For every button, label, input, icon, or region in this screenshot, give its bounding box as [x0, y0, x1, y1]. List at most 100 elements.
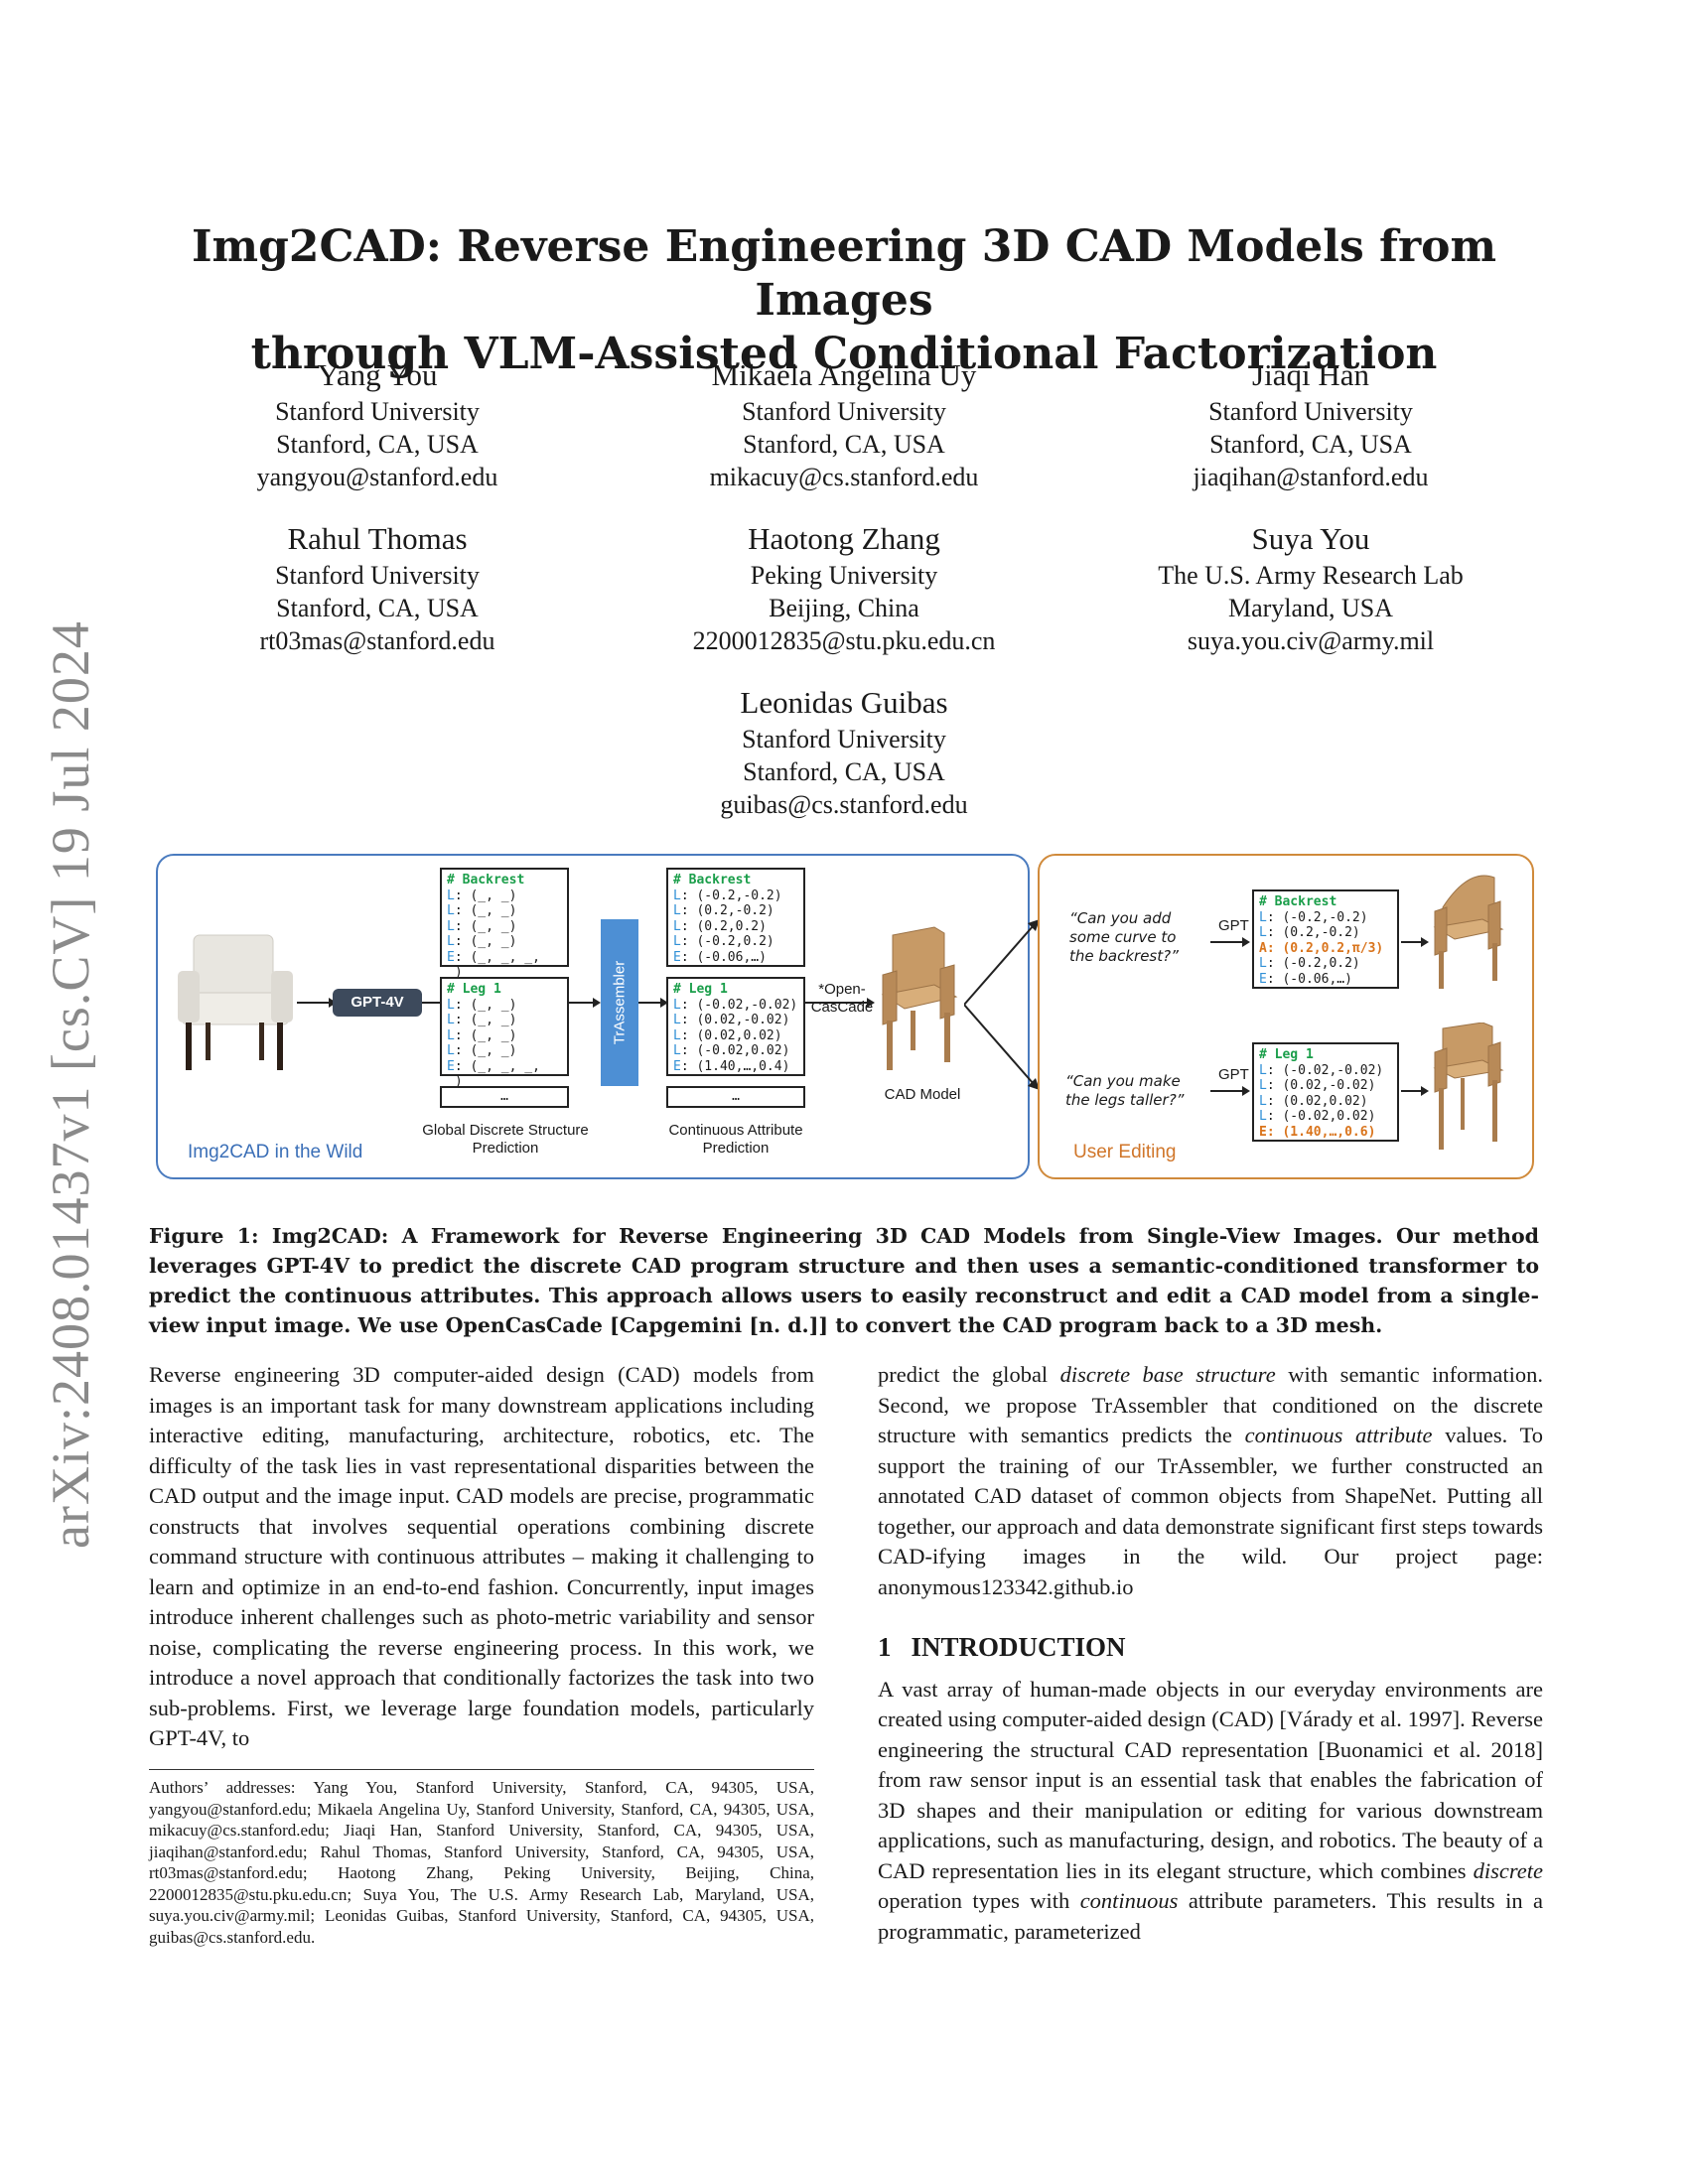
author-row: Rahul Thomas Stanford University Stanfor… — [149, 519, 1539, 657]
right-column: predict the global discrete base structu… — [878, 1360, 1543, 1947]
img2cad-in-the-wild-label: Img2CAD in the Wild — [188, 1142, 363, 1162]
code-line: L: (0.2,0.2) — [673, 918, 767, 934]
footnote-rule — [149, 1769, 814, 1770]
gpt-label: GPT — [1218, 917, 1249, 934]
text-emphasis: discrete base structure — [1059, 1362, 1276, 1387]
author-card: Rahul Thomas Stanford University Stanfor… — [149, 519, 606, 657]
author-affiliation: Stanford University — [742, 725, 946, 753]
author-email: mikacuy@cs.stanford.edu — [709, 463, 979, 491]
edited-leg-box: # Leg 1 L: (-0.02,-0.02) L: (0.02,-0.02)… — [1252, 1042, 1399, 1142]
author-location: Beijing, China — [769, 594, 919, 622]
continuous-attribute-label: Continuous Attribute Prediction — [636, 1122, 835, 1158]
text-run: operation types with — [878, 1888, 1080, 1913]
code-line: L: (-0.2,-0.2) — [673, 887, 782, 903]
gpt-label: GPT — [1218, 1066, 1249, 1083]
author-affiliation: Stanford University — [275, 561, 480, 590]
author-location: Stanford, CA, USA — [743, 430, 945, 459]
title-line-1: Img2CAD: Reverse Engineering 3D CAD Mode… — [191, 221, 1497, 326]
text-run: predict the global — [878, 1362, 1060, 1387]
author-location: Maryland, USA — [1227, 594, 1394, 622]
code-line: # Leg 1 — [673, 982, 728, 997]
author-affiliation: Stanford University — [1208, 397, 1413, 426]
cad-chair-model — [881, 926, 958, 1070]
code-line: L: (-0.2,0.2) — [1259, 956, 1360, 971]
ellipsis: … — [732, 1089, 740, 1104]
quote-line: “Can you make — [1065, 1072, 1181, 1090]
ellipsis: … — [500, 1089, 508, 1104]
code-line: L: (-0.2,0.2) — [673, 934, 774, 949]
label-line: Prediction — [472, 1140, 539, 1157]
author-affiliation: Peking University — [750, 561, 938, 590]
code-line: E: (_, _, _, _) — [447, 949, 540, 981]
edit-request-legs: “Can you make the legs taller?” — [1065, 1072, 1184, 1110]
figure-caption: Figure 1: Img2CAD: A Framework for Rever… — [149, 1224, 1539, 1337]
code-line: L: (-0.02,-0.02) — [673, 997, 798, 1013]
discrete-more-box: … — [440, 1086, 569, 1108]
gpt4v-badge: GPT-4V — [333, 989, 422, 1017]
abstract-continuation: predict the global discrete base structu… — [878, 1360, 1543, 1602]
author-addresses-footnote: Authors’ addresses: Yang You, Stanford U… — [149, 1778, 814, 1947]
code-line: # Backrest — [1259, 894, 1337, 909]
arrow — [1210, 1086, 1250, 1096]
code-line: L: (_, _) — [447, 934, 517, 949]
code-line: L: (_, _) — [447, 1043, 517, 1058]
author-row: Yang You Stanford University Stanford, C… — [149, 355, 1539, 493]
edited-backrest-box: # Backrest L: (-0.2,-0.2) L: (0.2,-0.2) … — [1252, 889, 1399, 989]
cad-model-label: CAD Model — [884, 1086, 961, 1103]
paper-title: Img2CAD: Reverse Engineering 3D CAD Mode… — [149, 220, 1539, 381]
author-card: Jiaqi Han Stanford University Stanford, … — [1082, 355, 1539, 493]
code-line: L: (-0.02,0.02) — [673, 1043, 790, 1058]
author-affiliation: Stanford University — [275, 397, 480, 426]
author-card: Mikaela Angelina Uy Stanford University … — [616, 355, 1072, 493]
code-line: L: (0.02,-0.02) — [673, 1013, 790, 1027]
author-affiliation: The U.S. Army Research Lab — [1158, 561, 1464, 590]
arrow — [297, 998, 337, 1008]
text-run: A vast array of human-made objects in ou… — [878, 1676, 1543, 1883]
code-line: L: (0.02,0.02) — [673, 1027, 782, 1043]
arrow — [1401, 937, 1429, 947]
code-line: L: (0.2,-0.2) — [1259, 925, 1360, 940]
author-email: jiaqihan@stanford.edu — [1193, 463, 1429, 491]
continuous-more-box: … — [666, 1086, 805, 1108]
author-name: Mikaela Angelina Uy — [711, 357, 977, 392]
left-column: Reverse engineering 3D computer-aided de… — [149, 1360, 814, 1754]
edited-chair-curved-backrest — [1433, 875, 1504, 989]
code-line: L: (0.02,0.02) — [1259, 1093, 1368, 1109]
author-name: Leonidas Guibas — [740, 685, 948, 720]
continuous-leg-box: # Leg 1 L: (-0.02,-0.02) L: (0.02,-0.02)… — [666, 977, 805, 1076]
discrete-leg-box: # Leg 1 L: (_, _) L: (_, _) L: (_, _) L:… — [440, 977, 569, 1089]
branch-arrows — [964, 919, 1040, 1090]
arxiv-stamp: arXiv:2408.01437v1 [cs.CV] 19 Jul 2024 — [41, 620, 100, 1549]
arrow — [1210, 937, 1250, 947]
code-line: # Leg 1 — [1259, 1047, 1314, 1062]
author-name: Suya You — [1251, 521, 1370, 556]
label-line: Continuous Attribute — [668, 1122, 803, 1139]
section-title: INTRODUCTION — [911, 1632, 1126, 1662]
title-line-2: through VLM-Assisted Conditional Factori… — [250, 329, 1438, 379]
trassembler-label: TrAssembler — [611, 960, 629, 1045]
code-line: # Backrest — [447, 873, 525, 887]
img2cad-panel: GPT-4V # Backrest L: (_, _) L: (_, _) L:… — [156, 854, 1040, 1179]
code-line: L: (_, _) — [447, 997, 517, 1013]
author-block: Yang You Stanford University Stanford, C… — [149, 355, 1539, 847]
trassembler-block: TrAssembler — [601, 919, 638, 1086]
author-location: Stanford, CA, USA — [276, 430, 479, 459]
code-line: E: (1.40,…,0.4) — [673, 1058, 790, 1074]
label-line: Global Discrete Structure — [422, 1122, 589, 1139]
arrow — [638, 998, 668, 1008]
user-editing-panel: “Can you add some curve to the backrest?… — [1038, 854, 1534, 1179]
author-card: Leonidas Guibas Stanford University Stan… — [616, 683, 1072, 821]
text-emphasis: discrete — [1473, 1857, 1543, 1883]
code-line: L: (0.2,-0.2) — [673, 903, 774, 918]
quote-line: the backrest?” — [1069, 947, 1179, 965]
code-line: L: (_, _) — [447, 918, 517, 934]
code-line: L: (_, _) — [447, 1027, 517, 1043]
arrow — [805, 998, 875, 1008]
text-emphasis: continuous — [1079, 1888, 1179, 1913]
author-location: Stanford, CA, USA — [1209, 430, 1412, 459]
code-line: E: (-0.06,…) — [1259, 971, 1352, 987]
author-email: suya.you.civ@army.mil — [1187, 626, 1435, 655]
global-structure-label: Global Discrete Structure Prediction — [406, 1122, 605, 1158]
code-line: E: (-0.06,…) — [673, 949, 767, 965]
